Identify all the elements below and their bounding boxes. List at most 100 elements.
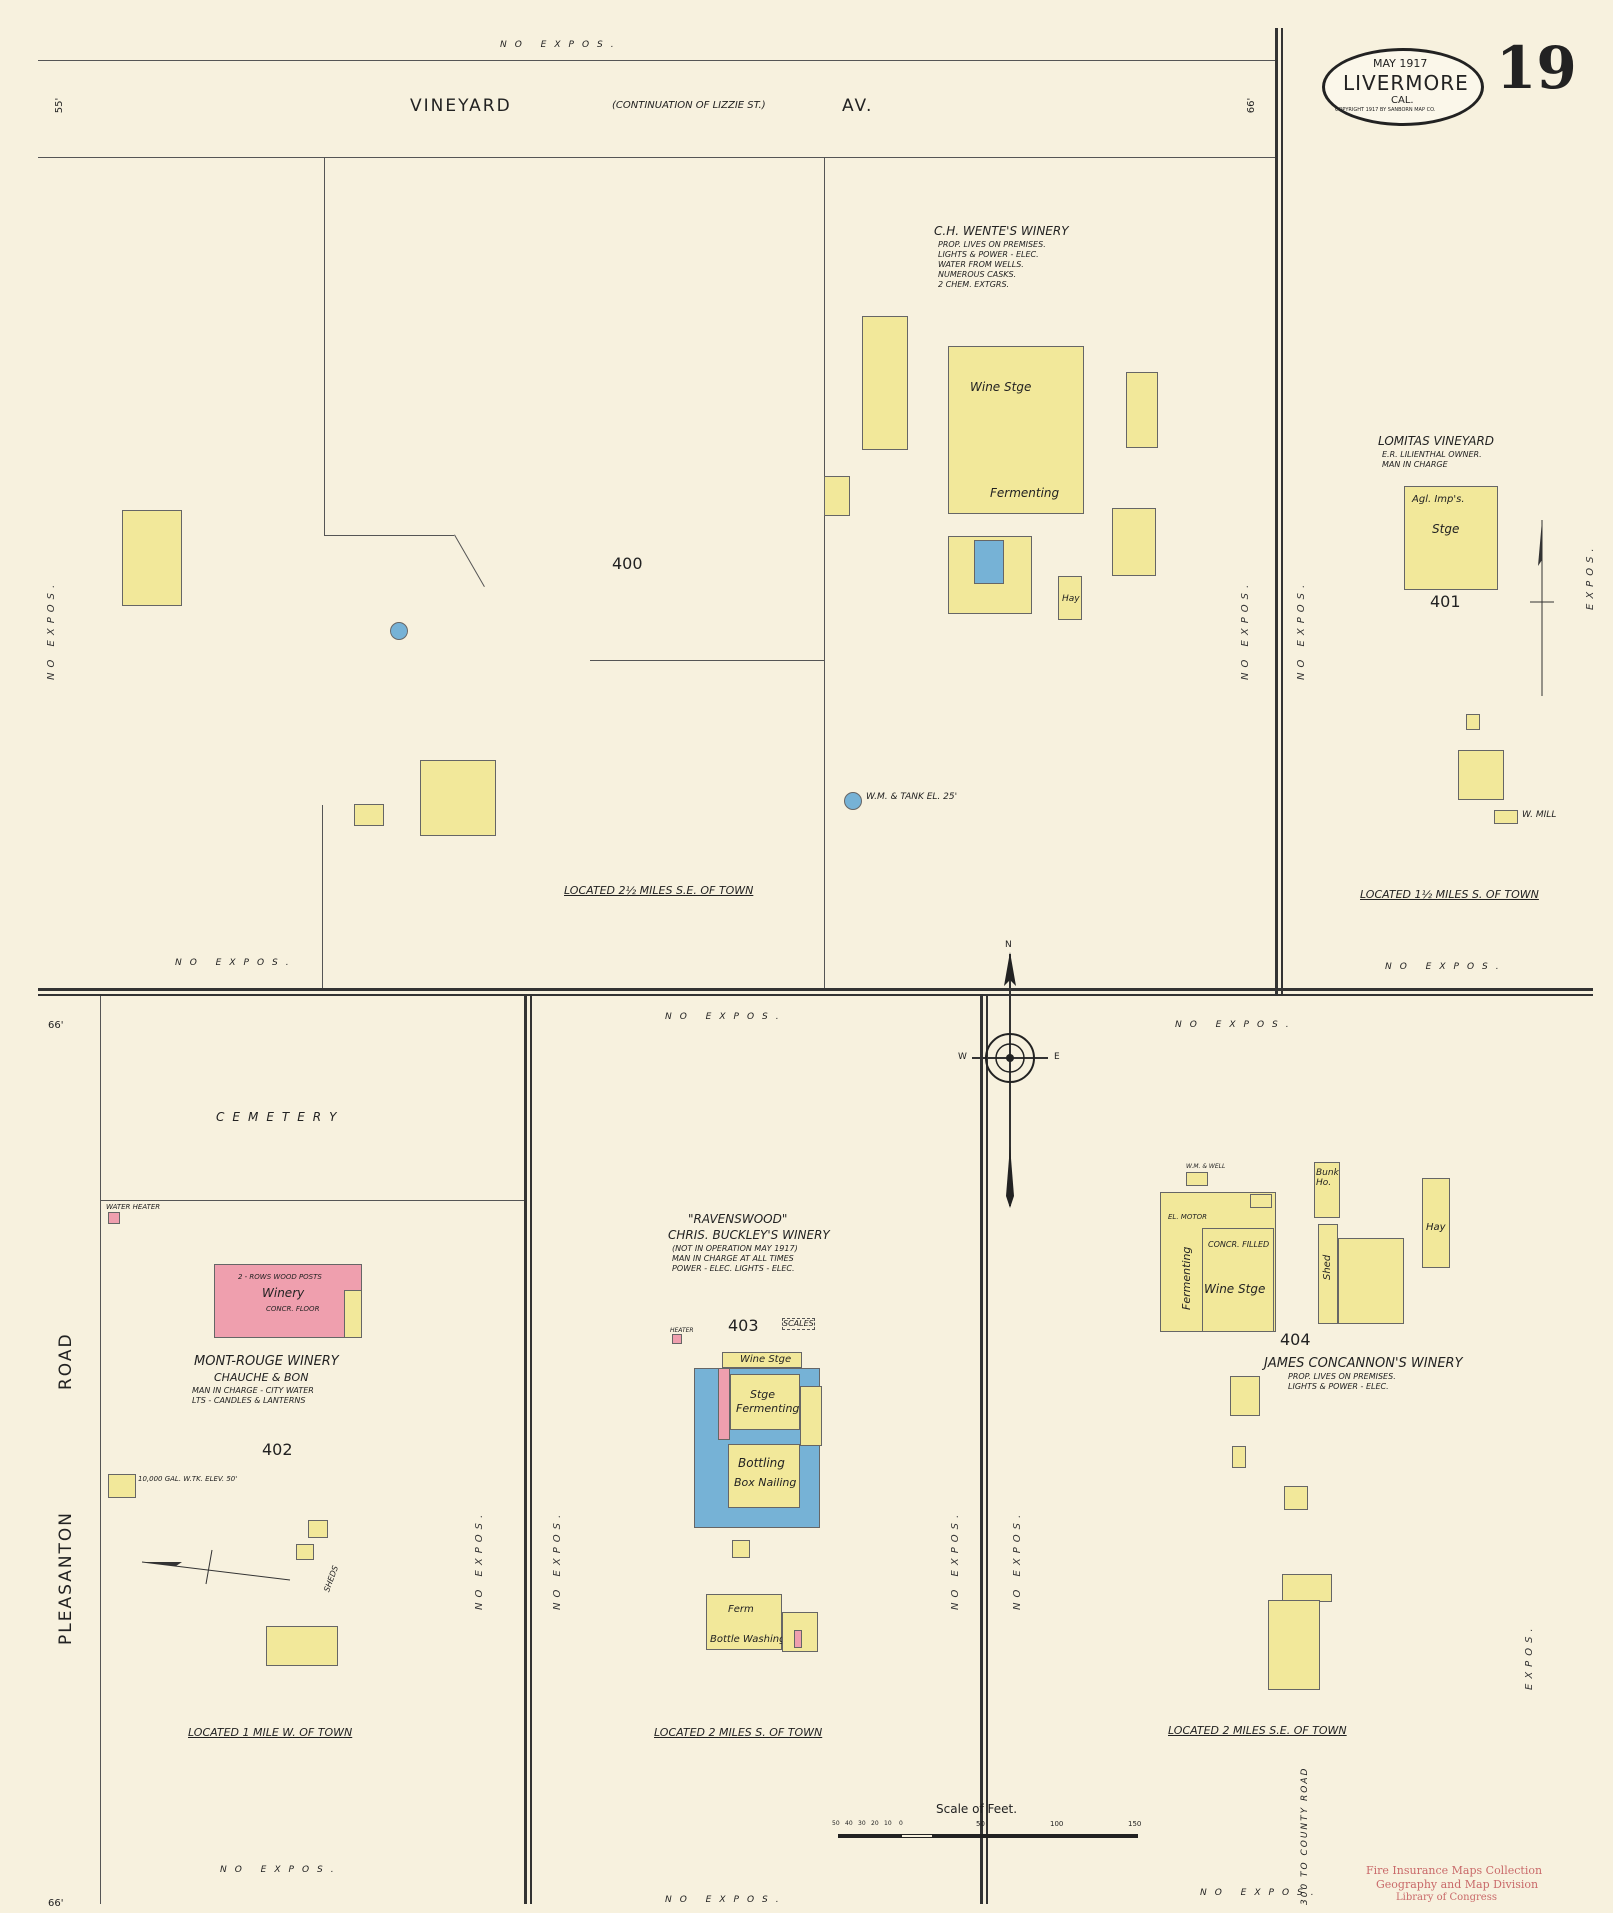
b404-title: JAMES CONCANNON'S WINERY bbox=[1264, 1356, 1463, 1371]
b402-water-heater[interactable] bbox=[108, 1212, 120, 1224]
b400-shed-small[interactable] bbox=[824, 476, 850, 516]
cartouche-copyright: COPYRIGHT 1917 BY SANBORN MAP CO. bbox=[1335, 107, 1436, 113]
expos-b403-top: NO EXPOS. bbox=[665, 1012, 787, 1022]
b403-well[interactable] bbox=[732, 1540, 750, 1558]
b404-el-motor: EL. MOTOR bbox=[1168, 1213, 1207, 1221]
b402-winery[interactable] bbox=[214, 1264, 362, 1338]
b402-dwelling[interactable] bbox=[266, 1626, 338, 1666]
b400-dwelling-west[interactable] bbox=[122, 510, 182, 606]
b401-stge-label: Stge bbox=[1432, 522, 1460, 536]
pleasanton-label: PLEASANTON bbox=[56, 1510, 76, 1645]
expos-b403-bottom: NO EXPOS. bbox=[665, 1895, 787, 1905]
compass-w: W bbox=[958, 1052, 967, 1062]
b402-sheds-label: SHEDS bbox=[322, 1564, 341, 1594]
scale-tick-8: 150 bbox=[1128, 1820, 1142, 1828]
b402-water-heater-label: WATER HEATER bbox=[106, 1203, 161, 1211]
b403-bottling[interactable] bbox=[728, 1444, 800, 1508]
b402-shed-b[interactable] bbox=[296, 1544, 314, 1560]
b404-hay[interactable] bbox=[1422, 1178, 1450, 1268]
vertical-divider-east-2 bbox=[1281, 28, 1283, 994]
cartouche-town: LIVERMORE bbox=[1343, 71, 1469, 95]
b404-platform[interactable] bbox=[1250, 1194, 1272, 1208]
county-road-label: 300 TO COUNTY ROAD bbox=[1300, 1766, 1310, 1905]
b402-east-extension[interactable] bbox=[344, 1290, 362, 1338]
b404-well[interactable] bbox=[1186, 1172, 1208, 1186]
b400-lot-line-e bbox=[824, 157, 825, 988]
b402-winery-note: 2 - ROWS WOOD POSTS bbox=[238, 1273, 322, 1281]
expos-b401-west: NO EXPOS. bbox=[1296, 579, 1307, 680]
b404-shed[interactable] bbox=[1318, 1224, 1338, 1324]
b403-heater[interactable] bbox=[672, 1334, 682, 1344]
b403-number: 403 bbox=[728, 1316, 759, 1335]
b400-building-e[interactable] bbox=[354, 804, 384, 826]
b404-tank[interactable] bbox=[1282, 1574, 1332, 1602]
b403-located: LOCATED 2 MILES S. OF TOWN bbox=[654, 1726, 823, 1739]
b404-located: LOCATED 2 MILES S.E. OF TOWN bbox=[1168, 1724, 1347, 1737]
b403-stge-label: Stge bbox=[750, 1388, 776, 1401]
b400-concrete-cell[interactable] bbox=[974, 540, 1004, 584]
scale-tick-3: 20 bbox=[871, 1820, 879, 1827]
b401-notes: E.R. LILIENTHAL OWNER. MAN IN CHARGE bbox=[1382, 450, 1482, 469]
b400-lot-line-d bbox=[590, 660, 824, 661]
b401-dwelling[interactable] bbox=[1458, 750, 1504, 800]
b404-bunk-house[interactable] bbox=[1314, 1162, 1340, 1218]
b402-notes: MAN IN CHARGE - CITY WATER LTS - CANDLES… bbox=[192, 1386, 314, 1405]
b400-wine-storage[interactable] bbox=[948, 346, 1084, 514]
b400-storage-tall[interactable] bbox=[1126, 372, 1158, 448]
b403-bottling-label: Bottling bbox=[738, 1456, 785, 1470]
vineyard-av-south-line bbox=[38, 157, 1278, 158]
expos-b400-bottom: NO EXPOS. bbox=[175, 958, 297, 968]
b401-windmill-label: W. MILL bbox=[1522, 810, 1557, 820]
b404-wine-storage[interactable] bbox=[1202, 1228, 1274, 1332]
b403-brick-strip[interactable] bbox=[718, 1368, 730, 1440]
b400-building-east[interactable] bbox=[1112, 508, 1156, 576]
b402-tank[interactable] bbox=[108, 1474, 136, 1498]
b400-building-g[interactable] bbox=[420, 760, 496, 836]
b400-lot-line-b bbox=[324, 535, 454, 536]
b403-east-annex[interactable] bbox=[800, 1386, 822, 1446]
b401-shed-a[interactable] bbox=[1466, 714, 1480, 730]
b401-windmill[interactable] bbox=[1494, 810, 1518, 824]
b400-located: LOCATED 2½ MILES S.E. OF TOWN bbox=[564, 884, 754, 897]
cemetery-label: CEMETERY bbox=[216, 1110, 345, 1124]
b403-box-nailing-label: Box Nailing bbox=[734, 1476, 797, 1489]
b402-number: 402 bbox=[262, 1440, 293, 1459]
expos-b404-west: NO EXPOS. bbox=[1012, 1509, 1023, 1610]
b400-lot-line-c bbox=[454, 534, 485, 587]
compass-e: E bbox=[1054, 1052, 1060, 1062]
scale-title: Scale of Feet. bbox=[936, 1802, 1018, 1816]
b400-hay[interactable] bbox=[1058, 576, 1082, 620]
b403-wine-storage[interactable] bbox=[722, 1352, 802, 1368]
b404-small-building[interactable] bbox=[1230, 1376, 1260, 1416]
b403-bottle-washing-label: Bottle Washing bbox=[710, 1634, 786, 1645]
expos-top: NO EXPOS. bbox=[500, 40, 622, 50]
stamp-line1: Fire Insurance Maps Collection bbox=[1366, 1864, 1543, 1877]
cemetery-line bbox=[100, 1200, 524, 1201]
b401-agl-label: Agl. Imp's. bbox=[1412, 494, 1465, 505]
b402-title: MONT-ROUGE WINERY bbox=[194, 1354, 339, 1369]
b403-bottle-washing[interactable] bbox=[706, 1594, 782, 1650]
b404-hay-label: Hay bbox=[1426, 1222, 1446, 1233]
b404-dwelling[interactable] bbox=[1268, 1600, 1320, 1690]
b404-shed-g[interactable] bbox=[1284, 1486, 1308, 1510]
b400-tank-west[interactable] bbox=[390, 622, 408, 640]
b404-wine-stge-label: Wine Stge bbox=[1204, 1282, 1266, 1296]
scale-tick-4: 10 bbox=[884, 1820, 892, 1827]
b400-dwelling-east[interactable] bbox=[862, 316, 908, 450]
b403-fermenting[interactable] bbox=[730, 1374, 800, 1430]
b401-agl-storage[interactable] bbox=[1404, 486, 1498, 590]
scale-tick-6: 50 bbox=[976, 1820, 985, 1828]
b402-located: LOCATED 1 MILE W. OF TOWN bbox=[188, 1726, 353, 1739]
vineyard-label: VINEYARD bbox=[410, 96, 512, 116]
cartouche-date: MAY 1917 bbox=[1373, 57, 1428, 70]
width-55: 55' bbox=[54, 97, 66, 114]
b404-shed-f[interactable] bbox=[1232, 1446, 1246, 1468]
expos-b402-bottom: NO EXPOS. bbox=[220, 1865, 342, 1875]
expos-b404-east: EXPOS. bbox=[1524, 1623, 1535, 1690]
b400-tank-east[interactable] bbox=[844, 792, 862, 810]
b401-located: LOCATED 1½ MILES S. OF TOWN bbox=[1360, 888, 1539, 901]
b403-boiler[interactable] bbox=[794, 1630, 802, 1648]
b402-shed-a[interactable] bbox=[308, 1520, 328, 1538]
horizontal-divider-middle-2 bbox=[38, 994, 1593, 996]
b404-barn[interactable] bbox=[1338, 1238, 1404, 1324]
